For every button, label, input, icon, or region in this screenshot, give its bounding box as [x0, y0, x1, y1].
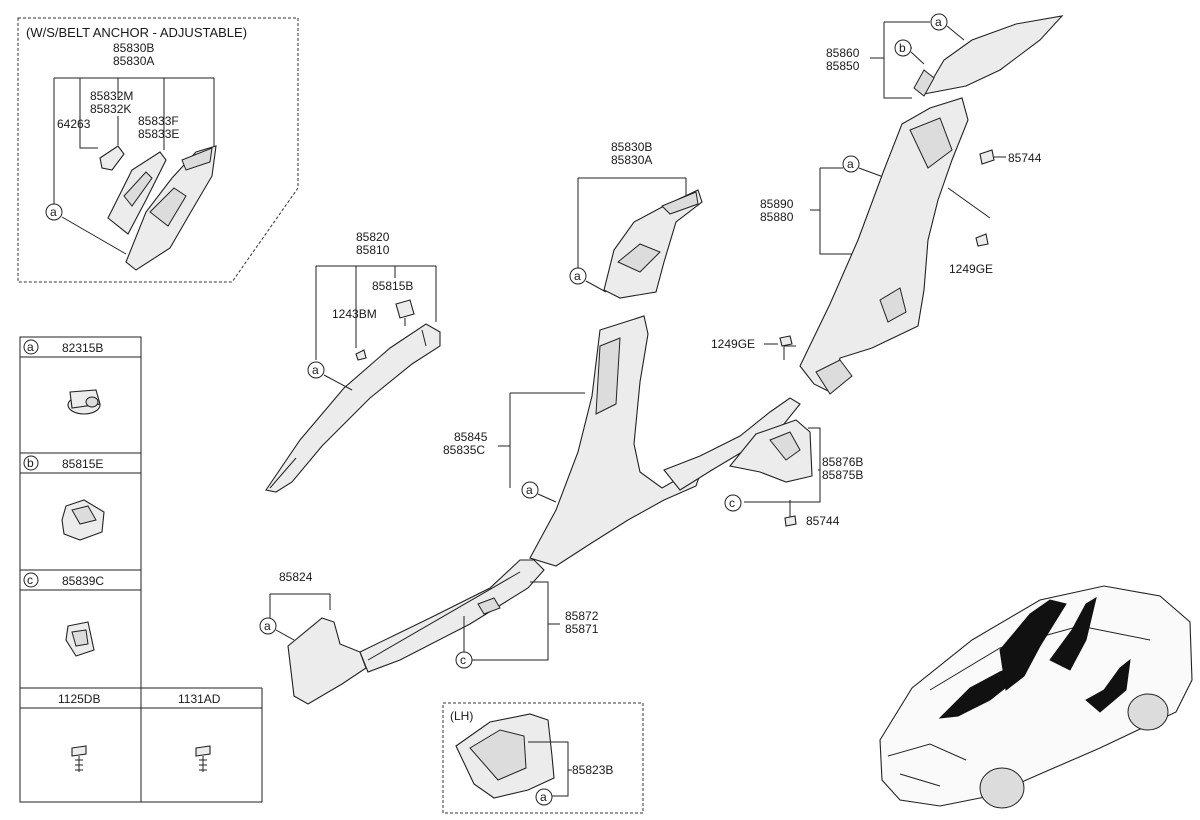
- label-85872: 85872: [565, 609, 599, 623]
- svg-text:a: a: [264, 619, 271, 633]
- screw-1131ad-icon: [195, 745, 211, 772]
- legend-letter-b: b: [27, 456, 34, 470]
- callout-a-bupper: [569, 267, 587, 285]
- car-locator-icon: [879, 585, 1193, 809]
- label-85820: 85820: [356, 230, 390, 244]
- svg-text:c: c: [460, 653, 466, 667]
- svg-text:a: a: [526, 483, 533, 497]
- label-85890: 85890: [760, 197, 794, 211]
- b-pillar-upper-group: 85830B 85830A a: [569, 140, 703, 299]
- wheel-house-group: 85876B 85875B c 85744: [663, 397, 863, 528]
- label-85830b-inset: 85830B: [113, 41, 154, 55]
- label-85830a: 85830A: [611, 153, 652, 167]
- legend-letter-a: a: [27, 340, 34, 354]
- clip-85815b-icon: [395, 299, 415, 319]
- legend-code-82315b: 82315B: [62, 341, 103, 355]
- svg-text:b: b: [899, 41, 906, 55]
- legend-code-1125db: 1125DB: [58, 692, 100, 706]
- label-1249ge-right: 1249GE: [949, 262, 993, 276]
- label-85744-top: 85744: [1008, 151, 1042, 165]
- scuff-rear-group: 85872 85871 c: [455, 581, 599, 669]
- legend-letter-c: c: [27, 573, 33, 587]
- label-1243bm: 1243BM: [332, 307, 377, 321]
- label-85810: 85810: [356, 243, 390, 257]
- label-85823b: 85823B: [572, 763, 613, 777]
- label-85880: 85880: [760, 210, 794, 224]
- legend-code-85839c: 85839C: [62, 574, 104, 588]
- svg-text:a: a: [574, 269, 581, 283]
- callout-a-rearupper: [930, 13, 948, 31]
- legend-table: a 82315B b 85815E c 85839C 1125DB 1131AD: [19, 336, 263, 803]
- a-pillar-group: 85820 85810 85815B 1243BM a: [265, 230, 441, 493]
- svg-text:a: a: [312, 363, 319, 377]
- scuff-front-trim-icon: [287, 617, 367, 705]
- legend-code-85815e: 85815E: [62, 457, 103, 471]
- rear-upper-group: 85860 85850 a b: [826, 13, 1064, 99]
- lh-inset: (LH) 85823B a: [442, 702, 644, 814]
- lh-heading: (LH): [450, 709, 473, 723]
- callout-a-lh: [535, 788, 553, 806]
- label-85744-bottom: 85744: [806, 514, 840, 528]
- cap-64263-icon: [99, 145, 125, 171]
- label-85860: 85860: [826, 46, 860, 60]
- rear-sill-trim-icon: [663, 397, 801, 491]
- label-85824: 85824: [279, 570, 313, 584]
- sill-trim-icon: [359, 559, 545, 673]
- inset-heading: (W/S/BELT ANCHOR - ADJUSTABLE): [26, 25, 247, 40]
- a-pillar-trim-icon: [265, 323, 441, 493]
- clip-85815e-icon: [61, 499, 105, 541]
- clip-82315b-icon: [67, 389, 101, 415]
- callout-a-inset-letter: a: [50, 205, 57, 219]
- b-pillar-lower-group: 85845 85835C a: [443, 315, 701, 567]
- callout-c-scuff: [455, 651, 473, 669]
- callout-a-scuff: [259, 617, 277, 635]
- legend-code-1131ad: 1131AD: [178, 692, 221, 706]
- svg-text:a: a: [540, 790, 547, 804]
- label-64263: 64263: [57, 117, 91, 131]
- wheel-house-trim-icon: [728, 419, 813, 483]
- callout-a-inset: [45, 203, 63, 221]
- screw-1125db-icon: [71, 745, 87, 772]
- callout-a-apillar: [307, 361, 325, 379]
- label-85876b: 85876B: [822, 455, 863, 469]
- callout-c-wheelhouse: [724, 494, 742, 512]
- callout-a-blower: [521, 481, 539, 499]
- label-85875b: 85875B: [822, 468, 863, 482]
- label-85833e: 85833E: [138, 127, 179, 141]
- svg-text:a: a: [935, 15, 942, 29]
- label-85871: 85871: [565, 622, 599, 636]
- label-85845: 85845: [454, 430, 488, 444]
- label-85832m: 85832M: [90, 89, 133, 103]
- rear-upper-trim-icon: [922, 15, 1064, 95]
- clip-85744-bottom-icon: [784, 515, 797, 527]
- clip-85744-top-icon: [979, 149, 995, 165]
- screw-1249ge-mid-icon: [779, 335, 793, 347]
- screw-1243bm-icon: [355, 349, 367, 361]
- callout-b-rearupper: [894, 39, 912, 57]
- label-85830b: 85830B: [611, 140, 652, 154]
- label-85830a-inset: 85830A: [113, 54, 154, 68]
- belt-anchor-inset: (W/S/BELT ANCHOR - ADJUSTABLE) 85830B 85…: [17, 17, 299, 283]
- b-pillar-upper-trim-icon: [603, 189, 703, 299]
- svg-text:c: c: [729, 496, 735, 510]
- callout-a-cpillar: [842, 155, 860, 173]
- clip-85839c-icon: [65, 621, 95, 657]
- c-pillar-group: 85890 85880 a 85744 1249GE 1249GE: [711, 97, 1042, 395]
- screw-1249ge-right-icon: [975, 233, 989, 247]
- b-pillar-lower-trim-icon: [529, 315, 701, 567]
- scuff-front-group: 85824 a: [259, 559, 545, 705]
- label-85832k: 85832K: [90, 102, 131, 116]
- label-85850: 85850: [826, 59, 860, 73]
- svg-text:a: a: [847, 157, 854, 171]
- label-85815b: 85815B: [372, 279, 413, 293]
- label-85833f: 85833F: [138, 114, 179, 128]
- label-1249ge-mid: 1249GE: [711, 337, 755, 351]
- label-85835c: 85835C: [443, 443, 485, 457]
